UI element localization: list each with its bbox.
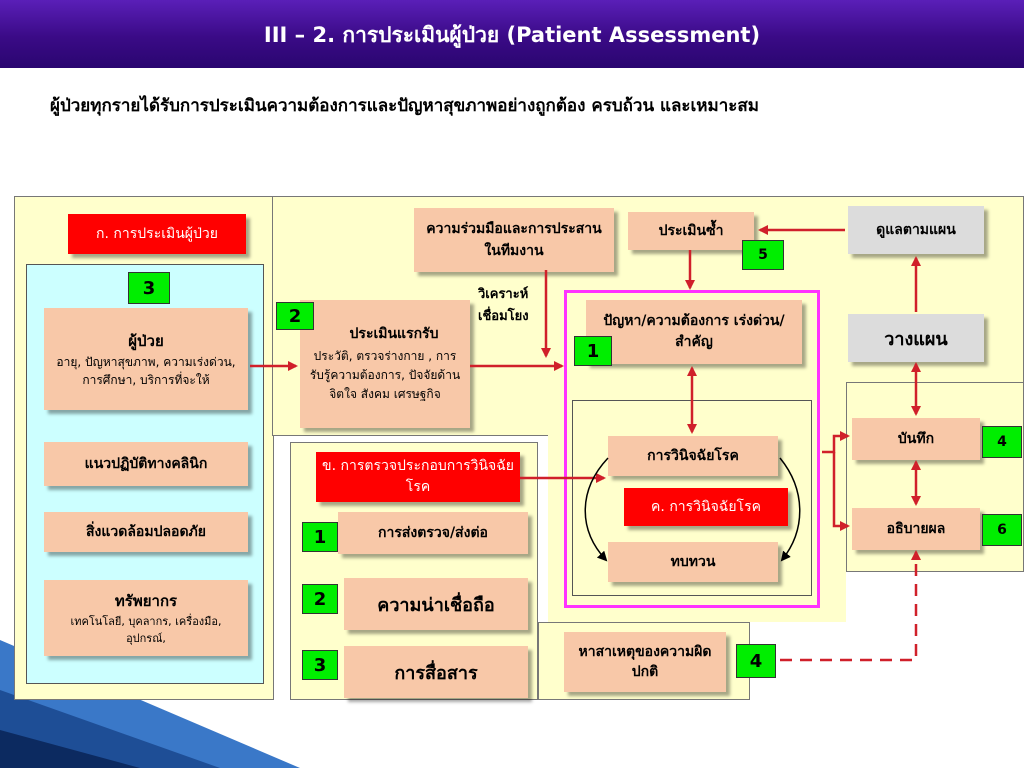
arrow-abnormal-explain [780, 550, 921, 662]
title-bar [0, 0, 1024, 68]
abnormal-box: หาสาเหตุของความผิดปกติ [564, 632, 726, 692]
review-box: ทบทวน [608, 542, 778, 582]
initial-detail: ประวัติ, ตรวจร่างกาย , การรับรู้ความต้อง… [309, 348, 461, 401]
guideline-box: แนวปฏิบัติทางคลินิก [44, 442, 248, 486]
slide-title: III – 2. การประเมินผู้ป่วย (Patient Asse… [263, 23, 761, 47]
explain-box: อธิบายผล [852, 508, 980, 550]
analyze-label: วิเคราะห์ เชื่อมโยง [478, 287, 529, 324]
initial-badge: 2 [276, 302, 314, 330]
lab-item-reliability: ความน่าเชื่อถือ [344, 578, 528, 630]
explain-badge: 6 [982, 514, 1022, 546]
intro-text: ผู้ป่วยทุกรายได้รับการประเมินความต้องการ… [50, 96, 759, 116]
initial-title: ประเมินแรกรับ [349, 325, 439, 342]
lab-badge-2: 2 [302, 584, 338, 614]
record-box: บันทึก [852, 418, 980, 460]
lab-badge-3: 3 [302, 650, 338, 680]
left-badge: 3 [128, 272, 170, 304]
problem-box: ปัญหา/ความต้องการ เร่งด่วน/สำคัญ [586, 300, 802, 364]
initial-box: ประเมินแรกรับ ประวัติ, ตรวจร่างกาย , การ… [300, 300, 470, 428]
abnormal-badge: 4 [736, 644, 776, 678]
patient-detail: อายุ, ปัญหาสุขภาพ, ความเร่งด่วน, การศึกษ… [56, 355, 236, 387]
lab-badge-1: 1 [302, 522, 338, 552]
problem-badge: 1 [574, 336, 612, 366]
reassess-badge: 5 [742, 240, 784, 270]
reassess-box: ประเมินซ้ำ [628, 212, 754, 250]
arrow-core-record [822, 431, 850, 454]
teamwork-box: ความร่วมมือและการประสานในทีมงาน [414, 208, 614, 272]
cycle-right-arrow [779, 457, 801, 562]
lab-header: ข. การตรวจประกอบการวินิจฉัยโรค [316, 452, 520, 502]
resources-detail: เทคโนโลยี, บุคลากร, เครื่องมือ, อุปกรณ์, [70, 615, 222, 645]
record-badge: 4 [982, 426, 1022, 458]
arrow-core-explain [832, 452, 850, 531]
patient-box: ผู้ป่วย อายุ, ปัญหาสุขภาพ, ความเร่งด่วน,… [44, 308, 248, 410]
diagnosis-box: การวินิจฉัยโรค [608, 436, 778, 476]
lab-item-communication: การสื่อสาร [344, 646, 528, 698]
patient-title: ผู้ป่วย [128, 332, 164, 350]
resources-box: ทรัพยากร เทคโนโลยี, บุคลากร, เครื่องมือ,… [44, 580, 248, 656]
resources-title: ทรัพยากร [114, 592, 178, 610]
environment-box: สิ่งแวดล้อมปลอดภัย [44, 512, 248, 552]
cycle-left-arrow [584, 457, 609, 562]
plan-box: วางแผน [848, 314, 984, 362]
lab-item-referral: การส่งตรวจ/ส่งต่อ [338, 512, 528, 554]
core-frame [564, 290, 820, 608]
diagnosis-header: ค. การวินิจฉัยโรค [624, 488, 788, 526]
follow-plan-box: ดูแลตามแผน [848, 206, 984, 254]
left-header: ก. การประเมินผู้ป่วย [68, 214, 246, 254]
